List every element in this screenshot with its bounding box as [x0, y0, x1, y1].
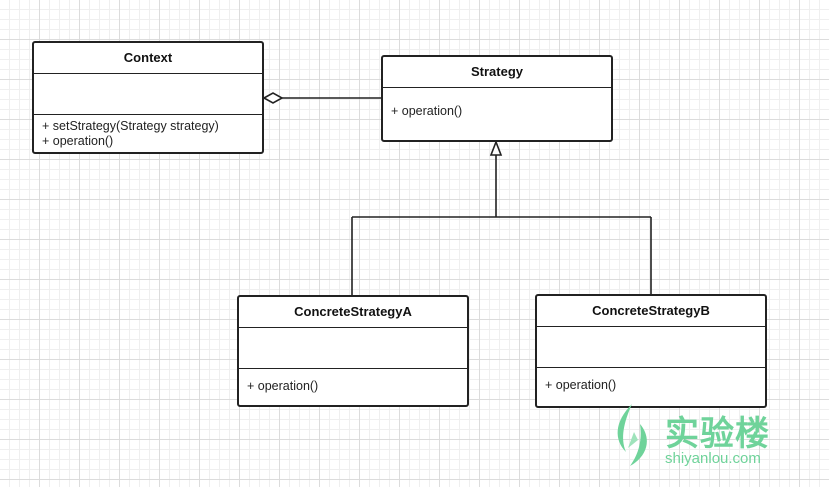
class-context[interactable]: Context + setStrategy(Strategy strategy)…: [32, 41, 264, 154]
operations-compartment: + operation(): [537, 368, 765, 397]
class-concrete-strategy-b[interactable]: ConcreteStrategyB + operation(): [535, 294, 767, 408]
class-name: Strategy: [383, 57, 611, 88]
operations-compartment: + operation(): [383, 88, 611, 123]
class-name: ConcreteStrategyA: [239, 297, 467, 328]
class-name: ConcreteStrategyB: [537, 296, 765, 327]
attributes-compartment: [239, 328, 467, 369]
watermark-text-en: shiyanlou.com: [665, 450, 761, 467]
operation: + operation(): [391, 104, 463, 118]
attributes-compartment: [537, 327, 765, 368]
operation: + operation(): [247, 379, 319, 393]
aggregation-diamond: [262, 92, 284, 104]
class-strategy[interactable]: Strategy + operation(): [381, 55, 613, 142]
class-name: Context: [34, 43, 262, 74]
operations-compartment: + setStrategy(Strategy strategy) + opera…: [34, 115, 262, 153]
operation: + setStrategy(Strategy strategy): [42, 119, 219, 133]
operation: + operation(): [42, 134, 114, 148]
operations-compartment: + operation(): [239, 369, 467, 398]
watermark-logo: 实验楼 shiyanlou.com: [608, 402, 788, 472]
leaf-icon: [617, 404, 647, 466]
class-concrete-strategy-a[interactable]: ConcreteStrategyA + operation(): [237, 295, 469, 407]
generalization-arrowhead: [489, 139, 503, 156]
operation: + operation(): [545, 378, 617, 392]
watermark-text-cn: 实验楼: [665, 415, 770, 453]
attributes-compartment: [34, 74, 262, 115]
